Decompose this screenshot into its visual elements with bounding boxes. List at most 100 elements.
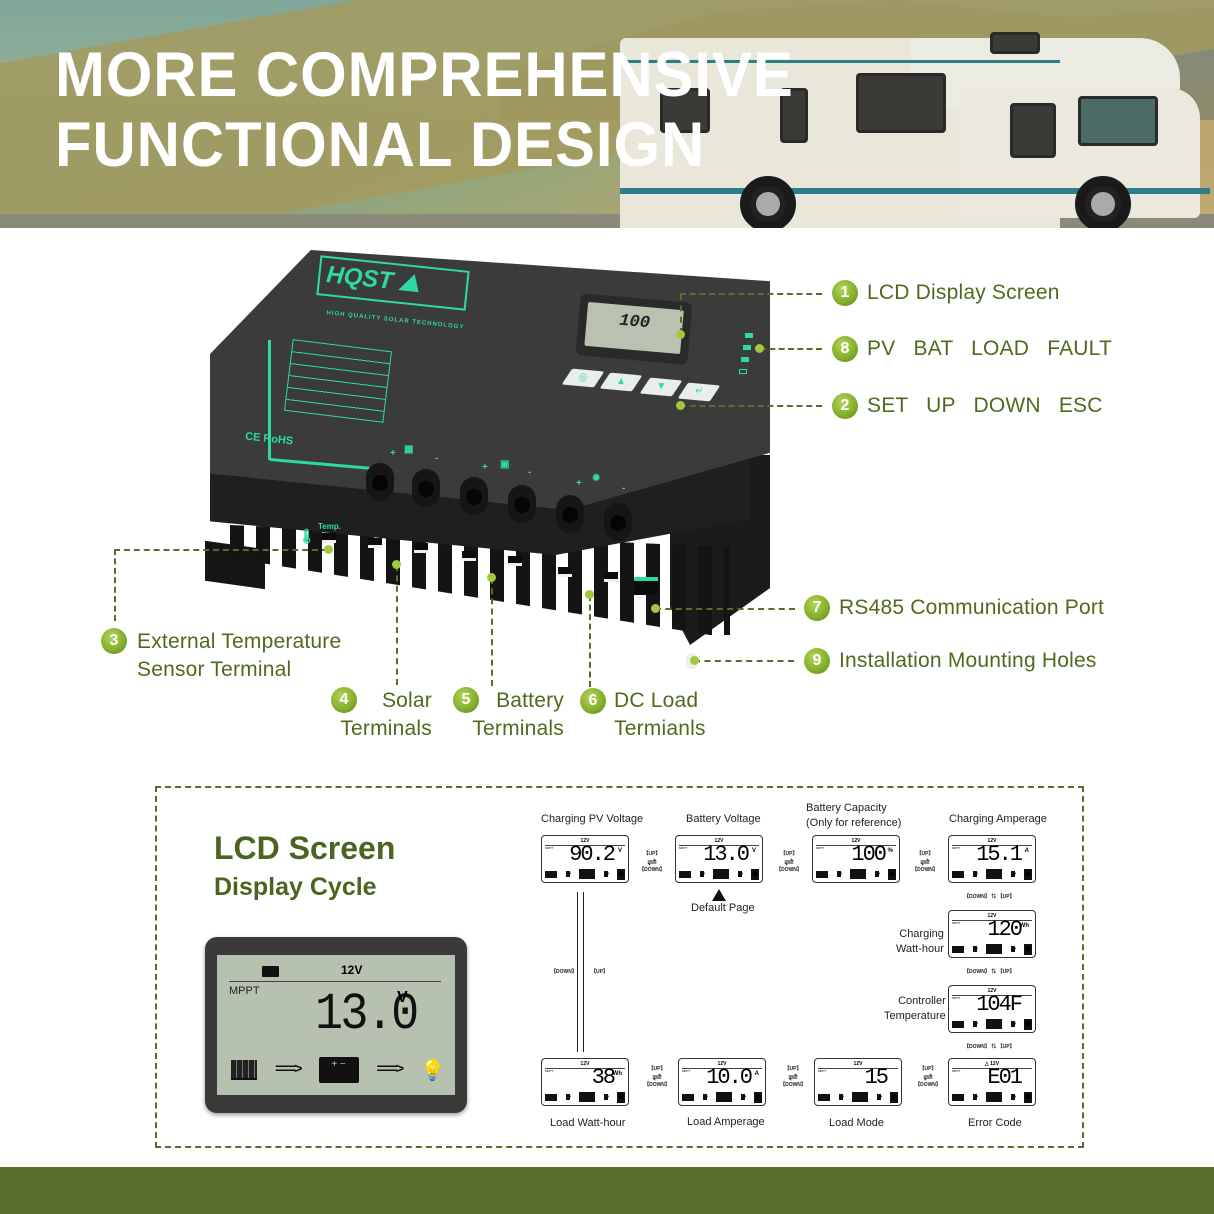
load-plus-terminal bbox=[556, 495, 584, 533]
lcd-cycle-panel bbox=[155, 786, 1084, 1148]
default-page-label: Default Page bbox=[691, 902, 755, 914]
nav-up-down: 【UP】⇌【DOWN】 bbox=[915, 1066, 941, 1088]
nav-down-up: 【DOWN】 ⇅ 【UP】 bbox=[964, 969, 1015, 975]
solar-plus: + bbox=[390, 448, 396, 459]
decor-line bbox=[268, 340, 271, 460]
screen-caption: Charging PV Voltage bbox=[541, 813, 644, 825]
temp-label: Temp. bbox=[318, 522, 341, 531]
page-title: MORE COMPREHENSIVE FUNCTIONAL DESIGN bbox=[55, 40, 794, 180]
arrow-icon: ===> bbox=[376, 1062, 405, 1078]
title-line-1: MORE COMPREHENSIVE bbox=[55, 40, 794, 110]
callout-badge-1: 1 bbox=[832, 280, 858, 306]
bulb-icon: ✹ bbox=[592, 473, 601, 484]
bulb-icon: 💡 bbox=[420, 1059, 445, 1082]
connector-line bbox=[583, 892, 584, 1052]
load-minus: - bbox=[622, 483, 626, 494]
callout-badge-9: 9 bbox=[804, 648, 830, 674]
battery-icon bbox=[262, 966, 279, 977]
callout-badge-2: 2 bbox=[832, 393, 858, 419]
nav-up-down: 【UP】⇌【DOWN】 bbox=[639, 851, 665, 873]
battery-minus-terminal bbox=[508, 485, 536, 523]
callout-pin bbox=[755, 344, 764, 353]
up-icon: ▲ bbox=[615, 375, 627, 388]
battery-wire-port bbox=[462, 551, 476, 561]
charge-controller-image: HQST ⛰HIGH QUALITY SOLAR TECHNOLOGY CE R… bbox=[190, 245, 790, 685]
callout-pin bbox=[676, 330, 685, 339]
footer-bar bbox=[0, 1167, 1214, 1214]
battery-plus: + bbox=[482, 462, 488, 473]
lcd-value: 13.0 bbox=[315, 985, 419, 1044]
screen-caption: Battery Voltage bbox=[686, 813, 761, 825]
spec-table bbox=[283, 339, 393, 423]
down-icon: ▼ bbox=[655, 380, 667, 393]
leader-line bbox=[680, 293, 822, 295]
default-page-pointer-icon bbox=[712, 889, 726, 901]
down-button[interactable]: ▼ bbox=[639, 377, 683, 397]
bat-led-icon bbox=[743, 345, 751, 350]
nav-down-label: 【DOWN】 bbox=[551, 969, 577, 975]
connector-line bbox=[577, 892, 578, 1052]
thermometer-icon: 🌡 bbox=[298, 528, 316, 544]
up-button[interactable]: ▲ bbox=[599, 372, 643, 392]
callout-pin bbox=[392, 560, 401, 569]
battery-plus-terminal bbox=[460, 477, 488, 515]
callout-indicators: PV BAT LOAD FAULT bbox=[867, 337, 1113, 360]
callout-mounting-holes: Installation Mounting Holes bbox=[839, 649, 1097, 672]
load-minus-terminal bbox=[604, 503, 632, 541]
callout-rs485: RS485 Communication Port bbox=[839, 596, 1105, 619]
callout-pin bbox=[585, 590, 594, 599]
battery-minus: - bbox=[528, 467, 532, 478]
solar-plus-terminal bbox=[366, 463, 394, 501]
screen-caption: Error Code bbox=[968, 1117, 1022, 1129]
lcd-cycle-title: LCD Screen bbox=[214, 830, 396, 866]
leader-line bbox=[680, 294, 682, 334]
callout-pin bbox=[651, 604, 660, 613]
callout-buttons: SET UP DOWN ESC bbox=[867, 394, 1103, 417]
device-lcd: 100 bbox=[575, 293, 693, 365]
leader-line bbox=[760, 348, 822, 350]
temp-sensor-port[interactable] bbox=[322, 533, 336, 543]
leader-line bbox=[655, 608, 795, 610]
leader-line bbox=[694, 660, 794, 662]
nav-down-up: 【DOWN】 ⇅ 【UP】 bbox=[964, 894, 1015, 900]
set-button[interactable]: ◎ bbox=[561, 368, 605, 388]
callout-badge-8: 8 bbox=[832, 336, 858, 362]
warning-icon: △ bbox=[984, 1061, 991, 1067]
mode-label: MPPT bbox=[229, 985, 260, 997]
callout-badge-6: 6 bbox=[580, 688, 606, 714]
battery-icon: + − bbox=[318, 1057, 359, 1083]
arrow-icon: ===> bbox=[274, 1062, 303, 1078]
callout-badge-4: 4 bbox=[331, 687, 357, 713]
nav-down-up: 【DOWN】 ⇅ 【UP】 bbox=[964, 1044, 1015, 1050]
solar-panel-icon bbox=[231, 1060, 257, 1080]
nav-up-down: 【UP】⇌【DOWN】 bbox=[776, 851, 802, 873]
screen-caption: Load Watt-hour bbox=[550, 1117, 626, 1129]
callout-badge-7: 7 bbox=[804, 595, 830, 621]
callout-badge-3: 3 bbox=[101, 628, 127, 654]
big-lcd-display: 12V MPPT 13.0 V ===> + − ===> 💡 bbox=[205, 937, 467, 1113]
leader-line bbox=[491, 578, 493, 686]
device-lcd-value: 100 bbox=[584, 301, 684, 355]
leader-line bbox=[114, 549, 116, 621]
rs485-port[interactable] bbox=[634, 577, 658, 595]
leader-line bbox=[589, 595, 591, 687]
hero-banner: MORE COMPREHENSIVE FUNCTIONAL DESIGN bbox=[0, 0, 1214, 228]
nav-up-down: 【UP】⇌【DOWN】 bbox=[780, 1066, 806, 1088]
solar-minus: - bbox=[435, 453, 439, 464]
esc-button[interactable]: ↵ bbox=[677, 382, 721, 402]
fault-led-icon bbox=[739, 369, 747, 374]
screen-caption: Load Mode bbox=[829, 1117, 885, 1129]
battery-icon: ▣ bbox=[500, 459, 510, 470]
screen-caption: Load Amperage bbox=[687, 1116, 765, 1128]
